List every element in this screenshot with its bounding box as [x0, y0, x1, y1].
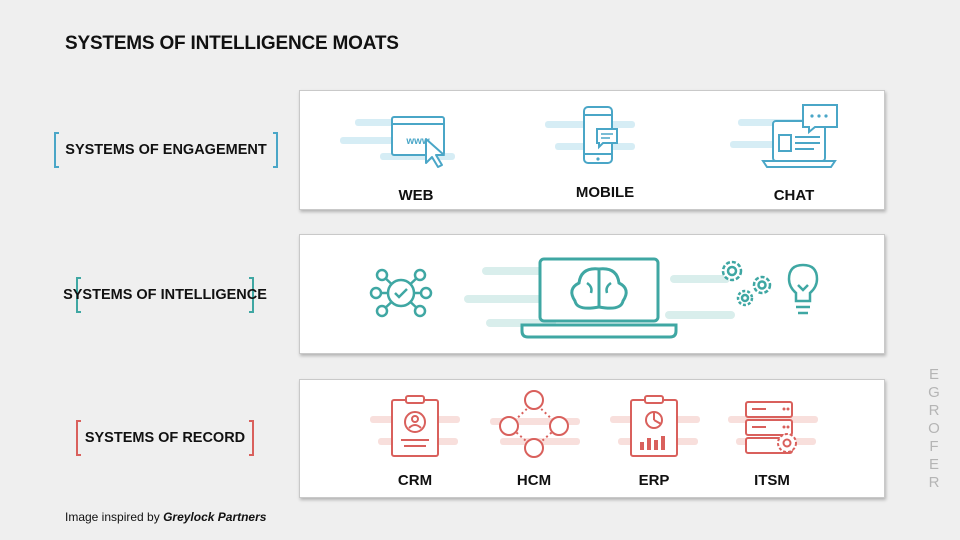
brand-letter: F — [929, 438, 939, 455]
engagement-panel: www WEB — [299, 90, 885, 210]
intelligence-label-text: SYSTEMS OF INTELLIGENCE — [63, 287, 267, 303]
bracket-right — [273, 132, 278, 168]
engagement-label: SYSTEMS OF ENGAGEMENT — [54, 132, 278, 168]
record-panel: CRM HCM ERP ITSM — [299, 379, 885, 498]
gears-icon — [721, 260, 772, 307]
brand-letter: R — [928, 474, 940, 491]
intelligence-panel — [299, 234, 885, 354]
brand-letter: R — [928, 402, 940, 419]
mobile-caption: MOBILE — [575, 184, 635, 201]
brain-laptop-icon — [464, 257, 735, 339]
bracket-right — [249, 277, 254, 313]
itsm-caption: ITSM — [754, 472, 790, 489]
brand-letter: E — [928, 366, 939, 383]
footer-prefix: Image inspired by — [65, 510, 164, 524]
hcm-people-network-icon — [490, 390, 580, 458]
brand-letter: G — [928, 384, 940, 401]
record-label: SYSTEMS OF RECORD — [76, 420, 254, 456]
crm-clipboard-icon — [370, 395, 460, 457]
mobile-phone-icon — [545, 106, 635, 164]
network-check-icon — [369, 268, 433, 318]
cursor-icon — [425, 138, 445, 168]
brand-letter: E — [928, 456, 939, 473]
hcm-caption: HCM — [516, 472, 552, 489]
chat-caption: CHAT — [773, 187, 815, 204]
lightbulb-icon — [787, 263, 819, 315]
itsm-server-gear-icon — [728, 401, 818, 454]
record-label-text: SYSTEMS OF RECORD — [84, 430, 246, 446]
bracket-right — [249, 420, 254, 456]
erp-caption: ERP — [638, 472, 670, 489]
erp-report-icon — [610, 395, 700, 457]
brand-letter: O — [928, 420, 940, 437]
engagement-label-text: SYSTEMS OF ENGAGEMENT — [65, 142, 267, 158]
footer-source: Greylock Partners — [163, 510, 267, 524]
footer-credit: Image inspired by Greylock Partners — [65, 510, 266, 524]
crm-caption: CRM — [397, 472, 433, 489]
intelligence-label: SYSTEMS OF INTELLIGENCE — [63, 277, 267, 313]
web-caption: WEB — [398, 187, 434, 204]
bracket-left — [76, 277, 81, 313]
chat-laptop-icon — [730, 104, 838, 168]
svg-text:www: www — [405, 136, 430, 147]
bracket-left — [54, 132, 59, 168]
page-title: SYSTEMS OF INTELLIGENCE MOATS — [65, 33, 399, 54]
bracket-left — [76, 420, 81, 456]
